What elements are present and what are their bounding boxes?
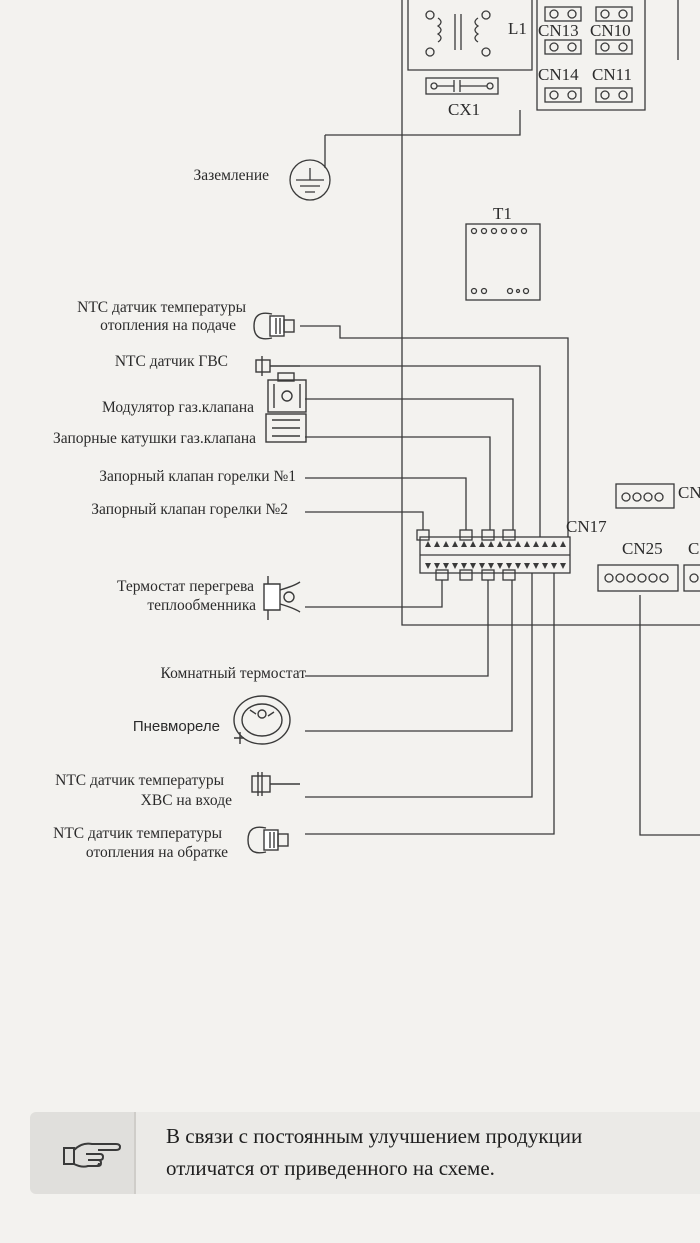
overheat-label-line1: Термостат перегрева xyxy=(117,578,254,595)
ntc-supply-label-line2: отопления на подаче xyxy=(100,317,236,334)
wire-ntc-cold xyxy=(305,573,533,798)
cn25-connector xyxy=(597,564,700,592)
pointing-hand-icon xyxy=(63,1142,122,1168)
l1-block xyxy=(407,0,533,95)
ntc-return-label-line2: отопления на обратке xyxy=(85,844,228,861)
main-bus xyxy=(401,0,700,626)
ground-wire xyxy=(324,110,521,168)
wire-ntc-dhw xyxy=(300,365,541,537)
burner-valve-1-label: Запорный клапан горелки №1 xyxy=(99,468,296,485)
ntc-cold-label-line1: NTC датчик температуры xyxy=(55,772,224,789)
note-line-1: В связи с постоянным улучшением продукци… xyxy=(166,1124,583,1148)
note-line-2: отличатся от приведенного на схеме. xyxy=(166,1156,495,1180)
cx1-label: CX1 xyxy=(448,100,481,119)
wire-pressure-switch xyxy=(305,580,513,732)
wire-ntc-supply xyxy=(300,325,569,537)
ground-icon xyxy=(289,159,331,201)
shutoff-coils-label: Запорные катушки газ.клапана xyxy=(53,430,256,447)
gas-valve-modulator-icon xyxy=(267,372,307,413)
cn14-label: CN14 xyxy=(538,65,579,84)
gas-valve-coils-icon xyxy=(265,413,307,443)
t1-label: T1 xyxy=(493,204,512,223)
cn13-label: CN13 xyxy=(538,21,579,40)
ntc-return-sensor-icon xyxy=(247,826,289,854)
note-box: В связи с постоянным улучшением продукци… xyxy=(30,1112,700,1194)
cn17-connector xyxy=(419,536,571,574)
cn17-pins xyxy=(425,541,566,569)
cn17-label: CN17 xyxy=(566,517,607,536)
wire-shutoff-coils xyxy=(305,436,491,530)
pressure-switch-label: Пневмореле xyxy=(132,718,220,735)
wire-modulator xyxy=(305,398,514,530)
cn11-label: CN11 xyxy=(592,65,632,84)
pressure-switch-icon xyxy=(233,695,291,745)
wire-burner-2 xyxy=(305,511,424,530)
ntc-cold-label-line2: ХВС на входе xyxy=(140,792,232,809)
wire-burner-1 xyxy=(305,477,467,530)
ntc-dhw-label: NTC датчик ГВС xyxy=(114,353,228,370)
cn25-label: CN25 xyxy=(622,539,663,558)
connector-block-top-right xyxy=(536,0,646,111)
ground-label: Заземление xyxy=(193,167,269,184)
cn-partial-connector xyxy=(615,483,675,509)
t1-transformer xyxy=(465,223,541,301)
wire-overheat xyxy=(305,580,443,608)
overheat-thermostat-icon xyxy=(263,576,301,620)
wire-room-thermostat xyxy=(305,580,489,677)
ntc-cold-sensor-icon xyxy=(251,772,300,796)
c-partial-label: C xyxy=(688,539,700,558)
wire-right-loop xyxy=(639,595,700,836)
overheat-label-line2: теплообменника xyxy=(147,597,256,614)
ntc-return-label-line1: NTC датчик температуры xyxy=(53,825,222,842)
modulator-label: Модулятор газ.клапана xyxy=(102,399,254,416)
burner-valve-2-label: Запорный клапан горелки №2 xyxy=(91,501,288,518)
cn-partial-label: CN xyxy=(678,483,700,502)
ntc-supply-label-line1: NTC датчик температуры xyxy=(77,299,246,316)
wire-ntc-return xyxy=(305,573,555,835)
ntc-dhw-sensor-icon xyxy=(255,356,300,376)
cn10-label: CN10 xyxy=(590,21,631,40)
note-text-panel: В связи с постоянным улучшением продукци… xyxy=(134,1112,700,1194)
room-thermostat-label: Комнатный термостат xyxy=(160,665,306,682)
l1-label: L1 xyxy=(508,19,527,38)
ntc-supply-sensor-icon xyxy=(253,312,295,340)
